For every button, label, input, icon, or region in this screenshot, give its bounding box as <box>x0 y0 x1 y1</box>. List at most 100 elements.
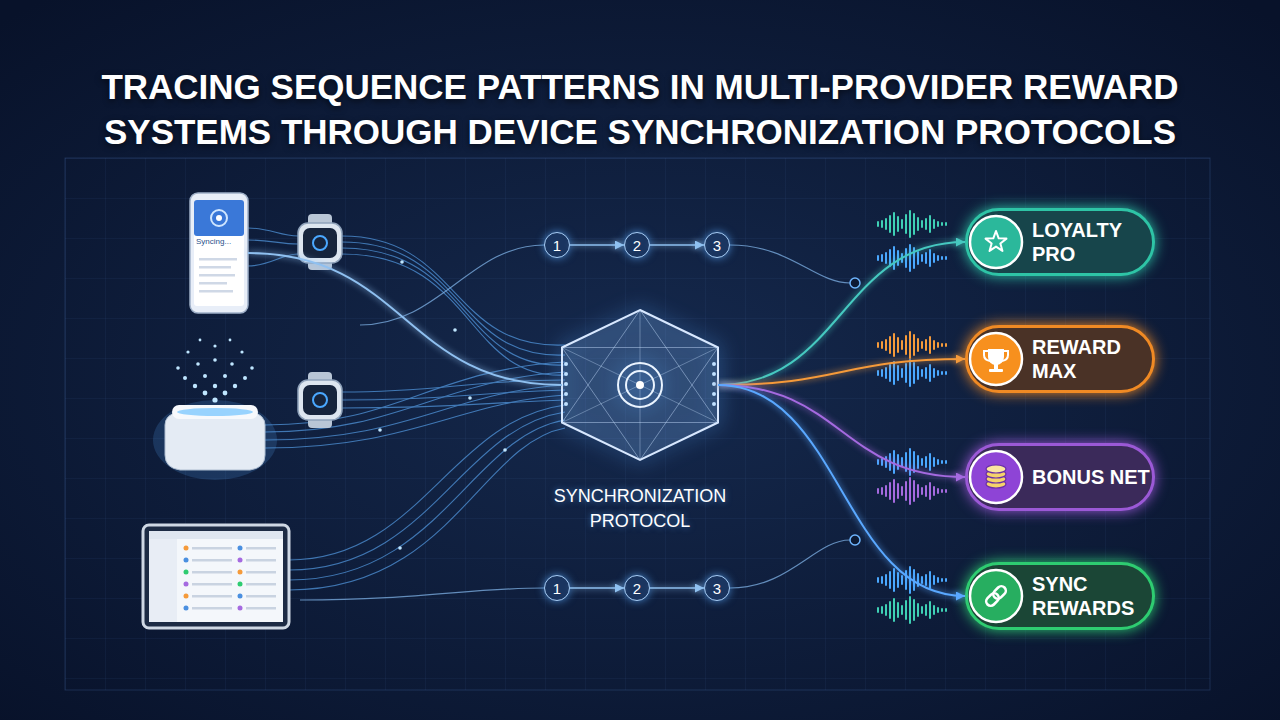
flow-strand <box>342 254 565 375</box>
port-dot <box>712 382 716 386</box>
particle <box>378 428 382 432</box>
junction-ring <box>850 535 860 545</box>
sequence-step: 1 <box>544 232 570 258</box>
row-dot <box>238 570 243 575</box>
flow-arrow <box>570 587 624 589</box>
row-line <box>192 559 232 562</box>
smartwatch-illustration <box>298 214 342 270</box>
watch-screen <box>303 228 337 258</box>
row-line <box>246 559 276 562</box>
diagram-title: TRACING SEQUENCE PATTERNS IN MULTI-PROVI… <box>80 64 1200 154</box>
flow-strand <box>265 385 565 440</box>
flow-arrow <box>570 244 624 246</box>
particle <box>503 448 507 452</box>
hub-glow <box>153 400 277 480</box>
row-dot <box>184 582 189 587</box>
hexagon-spoke <box>640 385 641 460</box>
sequence-step: 2 <box>624 232 650 258</box>
sequence-step: 1 <box>544 575 570 601</box>
row-line <box>246 583 276 586</box>
signal-dot <box>250 366 254 370</box>
flow-strand <box>342 236 565 345</box>
flow-strand <box>248 240 298 244</box>
core-ring <box>626 371 654 399</box>
signal-waves <box>878 211 946 623</box>
sequence-lines <box>300 245 850 600</box>
row-dot <box>184 546 189 551</box>
list-line <box>199 274 235 277</box>
particle <box>453 328 457 332</box>
star-icon <box>970 216 1022 268</box>
row-line <box>246 607 276 610</box>
data-flow-strands <box>248 228 565 590</box>
flow-arrow <box>650 244 704 246</box>
port-dot <box>712 362 716 366</box>
trophy-stem <box>994 364 998 369</box>
flow-strand <box>342 248 565 365</box>
step-number: 2 <box>633 238 641 253</box>
provider-pill: SYNC REWARDS <box>965 562 1155 630</box>
row-line <box>246 547 276 550</box>
row-dot <box>184 570 189 575</box>
flow-particles <box>378 260 507 550</box>
phone-body <box>190 193 248 313</box>
flow-strand <box>289 405 565 560</box>
flow-arrow <box>718 242 965 385</box>
trophy-cup <box>988 349 1004 365</box>
port-dot <box>564 372 568 376</box>
flow-strand <box>248 254 298 266</box>
coins-icon <box>970 451 1022 503</box>
smartwatch-illustration <box>298 372 342 428</box>
signal-wave <box>878 245 946 271</box>
hub-signal-dots <box>176 339 254 403</box>
phone-screen <box>194 200 244 306</box>
watch-ring <box>313 393 327 407</box>
chain-loop <box>991 584 1007 600</box>
port-dot <box>564 362 568 366</box>
signal-dot <box>212 397 217 402</box>
list-line <box>199 266 231 269</box>
signal-dot <box>203 374 207 378</box>
signal-dot <box>213 358 217 362</box>
flow-strand <box>342 380 565 392</box>
flow-strand <box>265 362 565 425</box>
row-dot <box>238 558 243 563</box>
sync-link <box>248 253 562 385</box>
protocol-label: SYNCHRONIZATION PROTOCOL <box>540 484 740 534</box>
signal-dot <box>223 374 227 378</box>
signal-dot <box>193 384 197 388</box>
chain-loop <box>984 591 1000 607</box>
sequence-line <box>730 245 850 283</box>
watch-case <box>298 223 342 263</box>
status-text: Syncing... <box>196 237 231 246</box>
signal-wave <box>878 332 946 358</box>
sequence-line <box>730 540 850 588</box>
hub-illustration <box>153 339 277 480</box>
provider-name: LOYALTY PRO <box>1032 218 1150 266</box>
port-dot <box>564 392 568 396</box>
row-dot <box>238 606 243 611</box>
trophy-base <box>989 369 1003 372</box>
hexagon-outline <box>562 310 718 460</box>
provider-pill: LOYALTY PRO <box>965 208 1155 276</box>
link-icon <box>970 570 1022 622</box>
signal-dot <box>213 344 216 347</box>
star-symbol <box>986 231 1007 251</box>
signal-dot <box>233 384 237 388</box>
signal-wave <box>878 449 946 475</box>
signal-dot <box>183 376 187 380</box>
sequence-line <box>360 245 544 325</box>
provider-name: SYNC REWARDS <box>1032 572 1150 620</box>
coin <box>986 475 1006 483</box>
signal-dot <box>213 384 217 388</box>
hub-top <box>172 405 258 419</box>
grid-panel <box>65 158 1210 690</box>
sequence-line <box>300 588 544 600</box>
row-dot <box>238 594 243 599</box>
tablet-body <box>143 525 289 628</box>
row-line <box>246 571 276 574</box>
signal-dot <box>176 366 180 370</box>
flow-arrow <box>718 359 965 385</box>
signal-dot <box>199 339 202 342</box>
